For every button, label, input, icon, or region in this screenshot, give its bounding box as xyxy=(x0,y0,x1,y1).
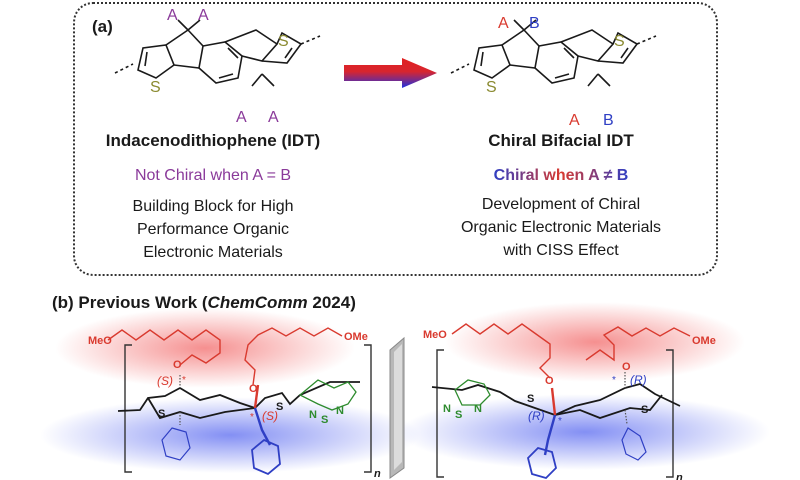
chiral-description-line: with CISS Effect xyxy=(502,242,619,259)
substituent-a: A xyxy=(569,112,580,129)
red-face-glow xyxy=(55,308,355,388)
repeat-unit-n: n xyxy=(676,472,683,480)
methoxy-label: OMe xyxy=(344,331,368,343)
transformation-arrow-icon xyxy=(344,58,437,88)
idt-molecule-right xyxy=(450,19,657,87)
peg-chain xyxy=(244,327,343,386)
stereo-descriptor: (S) xyxy=(157,374,173,388)
benzothiadiazole-ring xyxy=(298,379,357,411)
sulfur-atom: S xyxy=(278,33,289,50)
blue-face-glow xyxy=(40,397,420,473)
sulfur-atom: S xyxy=(158,408,165,420)
stereo-descriptor: (R) xyxy=(528,409,545,423)
sulfur-atom: S xyxy=(321,414,328,426)
sulfur-atom: S xyxy=(276,401,283,413)
sulfur-atom: S xyxy=(455,409,462,421)
nitrogen-atom: N xyxy=(309,409,317,421)
substituent-a: A xyxy=(268,109,279,126)
phenyl-ring xyxy=(251,438,281,476)
polymer-backbone xyxy=(147,397,256,420)
red-face-glow xyxy=(445,302,745,382)
polymer-backbone xyxy=(554,394,663,419)
mirror-plane-icon xyxy=(389,336,405,479)
peg-chain xyxy=(451,323,551,379)
nitrogen-atom: N xyxy=(474,403,482,415)
methoxy-label: OMe xyxy=(692,335,716,347)
stereocenter-star: * xyxy=(558,416,562,427)
polymer-r-enantiomer: n MeO OMe O O S S N S N (R) * * (R) xyxy=(400,302,770,480)
phenyl-ring xyxy=(527,446,557,480)
sulfur-atom: S xyxy=(641,404,648,416)
nitrogen-atom: N xyxy=(443,403,451,415)
substituent-a: A xyxy=(236,109,247,126)
sulfur-atom: S xyxy=(486,79,497,96)
stereocenter-star: * xyxy=(612,375,616,386)
chiral-idt-title: Chiral Bifacial IDT xyxy=(488,131,634,150)
chiral-bond-blue xyxy=(253,407,272,446)
oxygen-atom: O xyxy=(249,383,258,395)
panel-a-label: (a) xyxy=(92,17,113,36)
idt-description-line: Building Block for High xyxy=(133,198,294,215)
not-chiral-note: Not Chiral when A = B xyxy=(135,167,291,184)
substituent-a: A xyxy=(498,15,509,32)
blue-face-glow xyxy=(400,394,770,470)
repeat-bracket-right xyxy=(364,344,372,473)
chiral-bond-red xyxy=(550,387,557,416)
substituent-a: A xyxy=(167,7,178,24)
benzothiadiazole-ring xyxy=(454,379,491,406)
panel-b-label-suffix: 2024) xyxy=(308,293,356,312)
repeat-unit-n: n xyxy=(374,468,381,480)
idt-title: Indacenodithiophene (IDT) xyxy=(106,131,320,150)
polymer-s-enantiomer: n MeO OMe O O S S N S N (S) * * (S) xyxy=(40,308,420,480)
peg-chain xyxy=(107,329,221,366)
panel-b-label-prefix: (b) Previous Work ( xyxy=(52,293,208,312)
nitrogen-atom: N xyxy=(336,405,344,417)
stereo-descriptor: (R) xyxy=(630,373,647,387)
polymer-backbone xyxy=(117,381,360,412)
substituent-a: A xyxy=(198,7,209,24)
repeat-bracket-left xyxy=(436,349,444,478)
stereocenter-star: * xyxy=(182,375,186,386)
panel-b-label: (b) Previous Work (ChemComm 2024) xyxy=(52,293,356,312)
phenyl-ring xyxy=(161,427,191,461)
hashed-bond xyxy=(624,372,628,425)
stereocenter-star: * xyxy=(250,412,254,423)
idt-molecule-left xyxy=(114,19,321,87)
sulfur-atom: S xyxy=(527,393,534,405)
chiral-note: Chiral when A ≠ B xyxy=(494,167,629,184)
stereo-descriptor: (S) xyxy=(262,409,278,423)
oxygen-atom: O xyxy=(173,359,182,371)
methoxy-label: MeO xyxy=(88,335,112,347)
idt-description-line: Performance Organic xyxy=(137,221,289,238)
panel-b-journal: ChemComm xyxy=(208,293,308,312)
oxygen-atom: O xyxy=(545,375,554,387)
chiral-description-line: Organic Electronic Materials xyxy=(461,219,661,236)
repeat-bracket-right xyxy=(666,349,674,478)
sulfur-atom: S xyxy=(614,33,625,50)
methoxy-label: MeO xyxy=(423,329,447,341)
phenyl-ring xyxy=(621,427,647,461)
sulfur-atom: S xyxy=(150,79,161,96)
substituent-b: B xyxy=(529,15,540,32)
chiral-bond-red xyxy=(253,384,260,409)
substituent-b: B xyxy=(603,112,614,129)
chiral-description-line: Development of Chiral xyxy=(482,196,640,213)
idt-description-line: Electronic Materials xyxy=(143,244,283,261)
panel-a-frame xyxy=(73,2,718,276)
oxygen-atom: O xyxy=(622,361,631,373)
repeat-bracket-left xyxy=(124,344,132,473)
peg-chain xyxy=(585,326,691,362)
